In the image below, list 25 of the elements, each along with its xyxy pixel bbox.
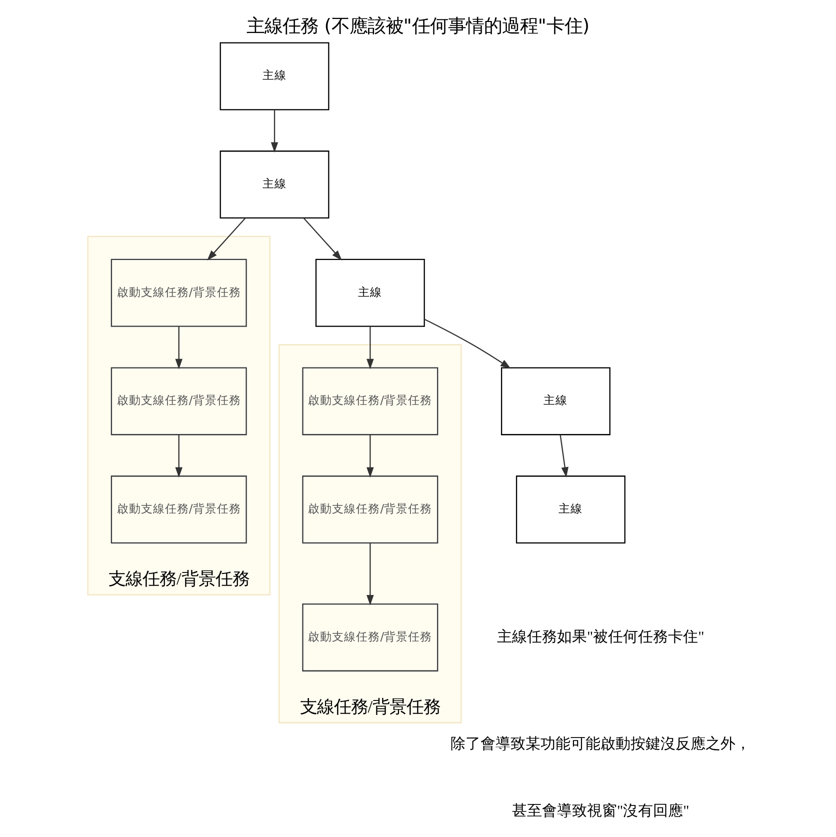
node-box: 啟動支線任務/背景任務 bbox=[302, 603, 438, 672]
node-box: 啟動支線任務/背景任務 bbox=[302, 367, 438, 436]
arrow bbox=[207, 218, 246, 260]
label: 甚至會導致視窗"沒有回應" bbox=[512, 803, 690, 820]
node-box: 主線 bbox=[220, 150, 330, 219]
node-box: 啟動支線任務/背景任務 bbox=[110, 258, 247, 327]
arrow bbox=[424, 318, 511, 369]
node-box: 主線 bbox=[220, 42, 330, 110]
label: 除了會導致某功能可能啟動按鍵沒反應之外， bbox=[450, 736, 751, 753]
node-box: 主線 bbox=[500, 367, 610, 436]
arrow bbox=[366, 543, 374, 606]
diagram-title: 主線任務 (不應該被"任何事情的過程"卡住) bbox=[246, 16, 590, 38]
arrow bbox=[175, 326, 182, 370]
arrow bbox=[175, 434, 182, 478]
node-box: 啟動支線任務/背景任務 bbox=[110, 476, 247, 544]
node-box: 啟動支線任務/背景任務 bbox=[110, 367, 247, 436]
arrow bbox=[560, 434, 568, 478]
arrow bbox=[366, 326, 374, 370]
node-box: 主線 bbox=[516, 476, 626, 544]
node-box: 主線 bbox=[315, 258, 425, 327]
arrow bbox=[270, 110, 278, 153]
arrow bbox=[303, 218, 342, 260]
label: 主線任務如果"被任何任務卡住" bbox=[497, 629, 704, 646]
node-box: 啟動支線任務/背景任務 bbox=[302, 476, 438, 544]
arrow bbox=[366, 434, 374, 478]
